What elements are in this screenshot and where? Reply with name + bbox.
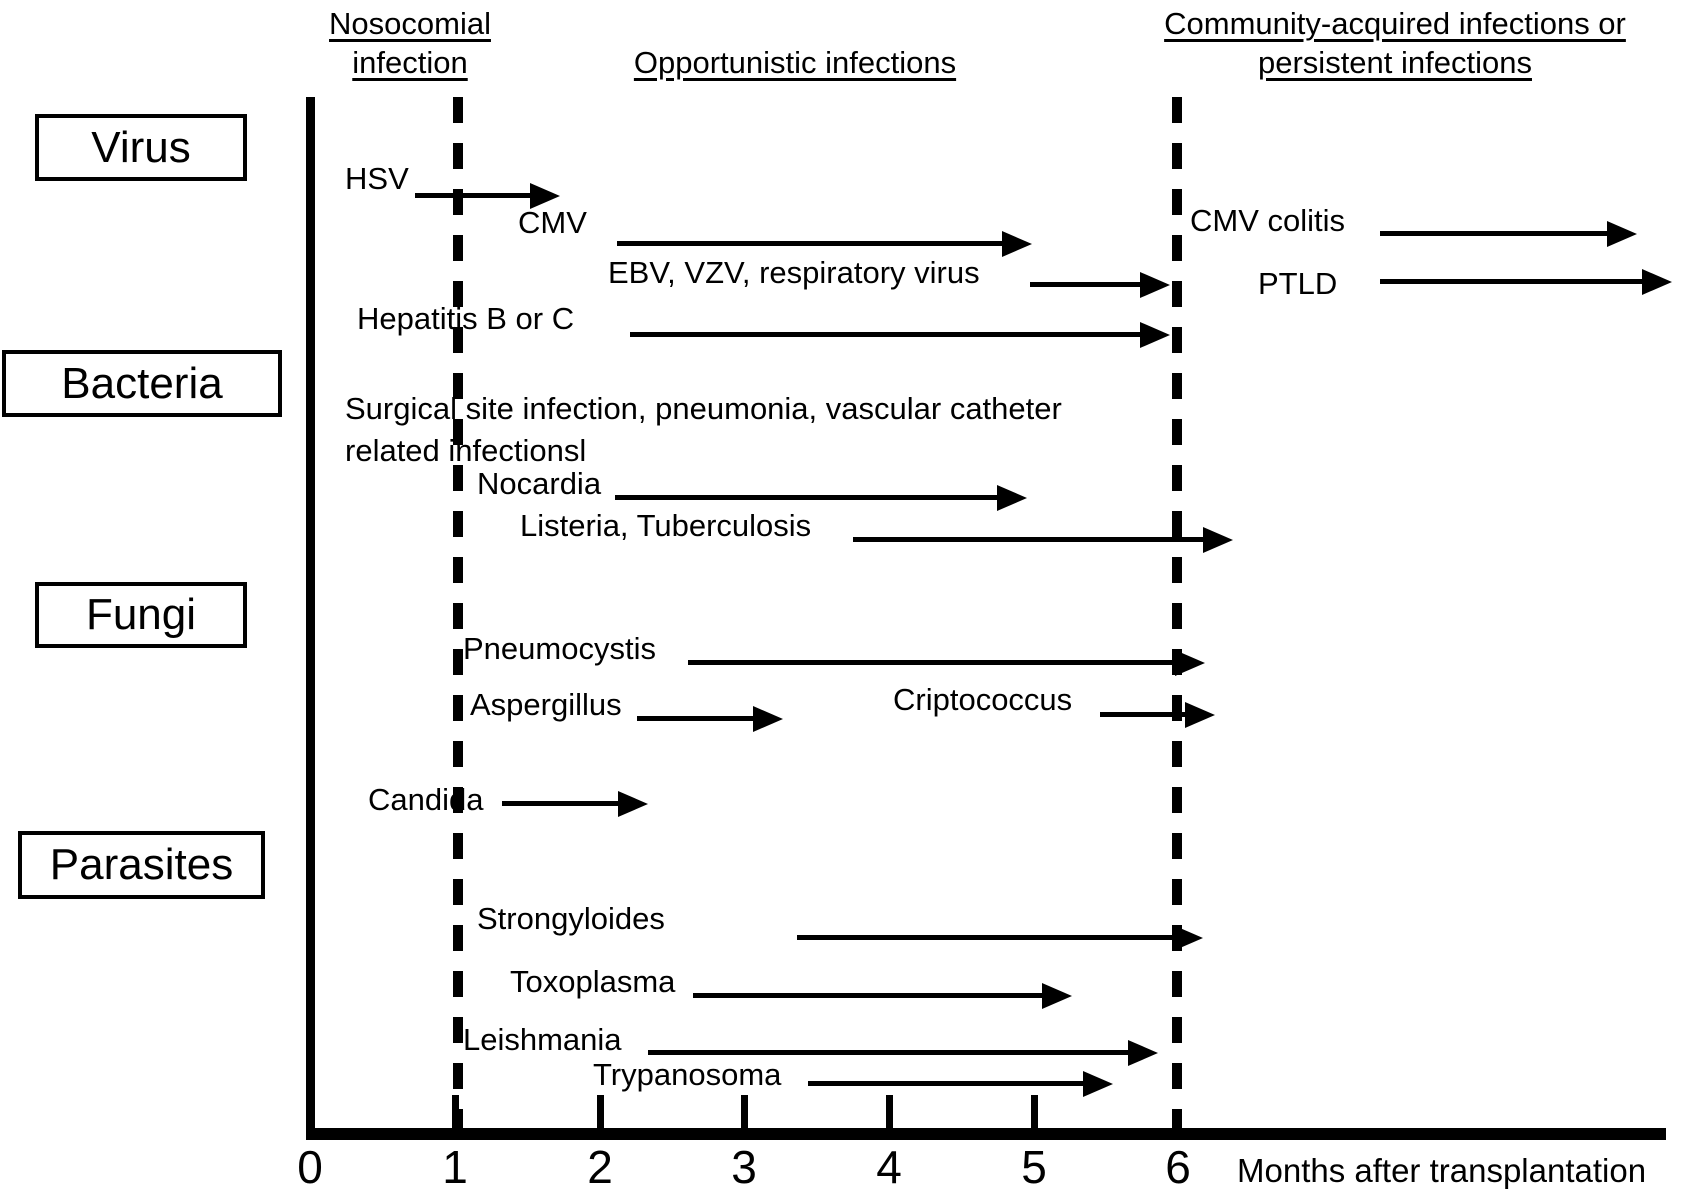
arrow-nocardia (615, 484, 1027, 511)
dashed-line-month-6 (1172, 97, 1182, 1128)
infection-label-leishmania: Leishmania (463, 1022, 622, 1057)
phase-header-community-line2: persistent infections (1258, 45, 1532, 80)
phase-header-nosocomial-line2: infection (352, 45, 468, 80)
infection-label-nocardia: Nocardia (477, 466, 602, 501)
x-axis-title: Months after transplantation (1237, 1152, 1647, 1189)
infection-label-surgical-line1: Surgical site infection, pneumonia, vasc… (345, 391, 1062, 426)
phase-header-nosocomial-line1: Nosocomial (329, 6, 491, 41)
category-box-bacteria: Bacteria (2, 350, 282, 417)
x-axis-line (306, 1128, 1666, 1140)
arrow-trypanosoma (808, 1070, 1113, 1097)
category-label-bacteria: Bacteria (61, 358, 223, 408)
axis-tick-4 (886, 1095, 893, 1128)
arrow-cmv-colitis (1380, 220, 1637, 247)
arrow-hsv (415, 182, 560, 209)
category-box-virus: Virus (35, 114, 247, 181)
infection-label-criptococcus: Criptococcus (893, 682, 1073, 717)
infection-label-trypanosoma: Trypanosoma (593, 1057, 782, 1092)
phase-header-community-line1: Community-acquired infections or (1164, 6, 1626, 41)
phase-header-community: Community-acquired infections or persist… (1110, 4, 1680, 82)
axis-tick-label-4: 4 (876, 1141, 902, 1193)
category-box-parasites: Parasites (18, 831, 265, 899)
category-label-fungi: Fungi (85, 590, 197, 639)
arrow-aspergillus (637, 705, 783, 732)
axis-tick-3 (741, 1095, 748, 1128)
arrow-candida (502, 790, 648, 817)
arrow-criptococcus (1100, 701, 1215, 728)
phase-header-opportunistic-line1: Opportunistic infections (633, 45, 957, 80)
dashed-line-month-1 (453, 97, 463, 1128)
axis-tick-label-2: 2 (587, 1141, 613, 1193)
infection-label-listeria: Listeria, Tuberculosis (520, 508, 812, 543)
infection-label-candida: Candida (368, 782, 484, 817)
arrow-hepatitis (630, 321, 1170, 348)
arrow-ptld (1380, 268, 1672, 295)
infection-label-ptld: PTLD (1258, 266, 1338, 301)
axis-tick-label-1: 1 (442, 1141, 468, 1193)
infection-label-cmv: CMV (518, 205, 587, 240)
infection-label-surgical-line2: related infectionsl (345, 433, 587, 468)
infection-label-hsv: HSV (345, 161, 409, 196)
axis-tick-label-0: 0 (297, 1141, 323, 1193)
phase-header-nosocomial: Nosocomial infection (280, 4, 540, 82)
infection-label-strongyloides: Strongyloides (477, 901, 665, 936)
axis-tick-label-3: 3 (731, 1141, 757, 1193)
y-axis-line (306, 97, 315, 1138)
infection-label-toxoplasma: Toxoplasma (510, 964, 676, 999)
category-label-parasites: Parasites (49, 840, 234, 889)
arrow-pneumocystis (688, 649, 1205, 676)
category-box-fungi: Fungi (35, 582, 247, 648)
category-label-virus: Virus (91, 122, 191, 172)
infection-label-ebv-vzv: EBV, VZV, respiratory virus (608, 255, 980, 290)
infection-label-pneumocystis: Pneumocystis (463, 631, 656, 666)
arrow-toxoplasma (693, 982, 1072, 1009)
infection-label-hepatitis: Hepatitis B or C (357, 301, 575, 336)
axis-tick-2 (597, 1095, 604, 1128)
axis-tick-label-6: 6 (1165, 1141, 1191, 1193)
axis-tick-5 (1031, 1095, 1038, 1128)
arrow-ebv-vzv (1030, 271, 1170, 298)
arrow-listeria (853, 526, 1233, 553)
arrow-cmv (617, 230, 1032, 257)
axis-tick-1 (452, 1095, 459, 1128)
axis-tick-label-5: 5 (1021, 1141, 1047, 1193)
infection-label-aspergillus: Aspergillus (470, 687, 622, 722)
arrow-leishmania (648, 1039, 1158, 1066)
arrow-strongyloides (797, 924, 1203, 951)
phase-header-opportunistic: Opportunistic infections (590, 43, 1000, 82)
infection-label-cmv-colitis: CMV colitis (1190, 203, 1346, 238)
